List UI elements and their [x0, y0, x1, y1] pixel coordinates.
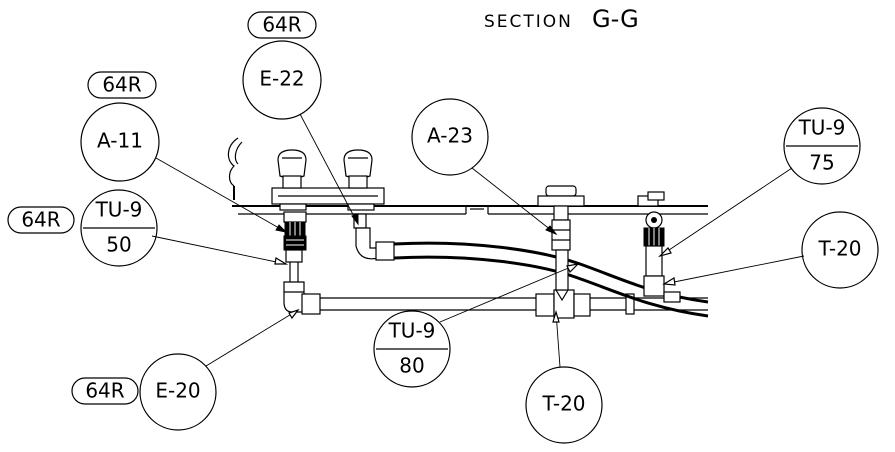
- tube-left-vertical: [285, 249, 303, 282]
- plate-edge-curl: [227, 137, 243, 200]
- callout-t20-right-label: T-20: [817, 237, 861, 261]
- section-title-prefix: SECTION: [484, 12, 573, 32]
- callout-tu9-75-top: TU-9: [798, 116, 846, 140]
- callout-t20-bottom-label: T-20: [541, 392, 585, 416]
- callout-tu9-50: 64R TU-9 50: [7, 189, 289, 267]
- callout-a11-label: A-11: [97, 129, 143, 153]
- callout-a23: A-23: [411, 98, 558, 236]
- faucet-shanks: [279, 203, 375, 211]
- right-valve: [637, 191, 681, 303]
- faucet-base: [271, 187, 385, 205]
- faucet-handle-right: [343, 149, 373, 189]
- callout-tu9-50-bottom: 50: [106, 233, 131, 257]
- callout-tu9-75: TU-9 75: [657, 107, 861, 258]
- callout-e20: 64R E-20: [71, 308, 300, 431]
- callout-tu9-75-bottom: 75: [809, 151, 834, 175]
- adapter-a23: [537, 185, 585, 302]
- elbow-e22: [353, 213, 379, 260]
- callout-e22: 64R E-22: [242, 11, 359, 226]
- callout-e22-tag: 64R: [262, 13, 301, 37]
- callout-a11-tag: 64R: [102, 73, 141, 97]
- section-title-id: G-G: [592, 5, 639, 33]
- faucet-handle-left: [277, 149, 307, 189]
- callout-tu9-80-bottom: 80: [399, 354, 424, 378]
- callout-a23-label: A-23: [427, 124, 473, 148]
- callout-tu9-50-tag: 64R: [21, 208, 60, 232]
- callout-e22-label: E-22: [259, 67, 304, 91]
- callout-tu9-50-top: TU-9: [95, 198, 143, 222]
- manifold-pipe: [301, 289, 708, 319]
- mounting-plate: [232, 205, 708, 215]
- callout-tu9-80: TU-9 80: [373, 263, 580, 388]
- callout-e20-label: E-20: [155, 379, 200, 403]
- callout-tu9-80-top: TU-9: [388, 319, 436, 343]
- callout-e20-tag: 64R: [85, 379, 124, 403]
- callout-a11: 64R A-11: [80, 71, 288, 233]
- section-title: SECTION G-G: [484, 5, 639, 33]
- callout-t20-right: T-20: [662, 211, 879, 289]
- callout-t20-bottom: T-20: [525, 309, 603, 444]
- adapter-a11: [283, 211, 307, 251]
